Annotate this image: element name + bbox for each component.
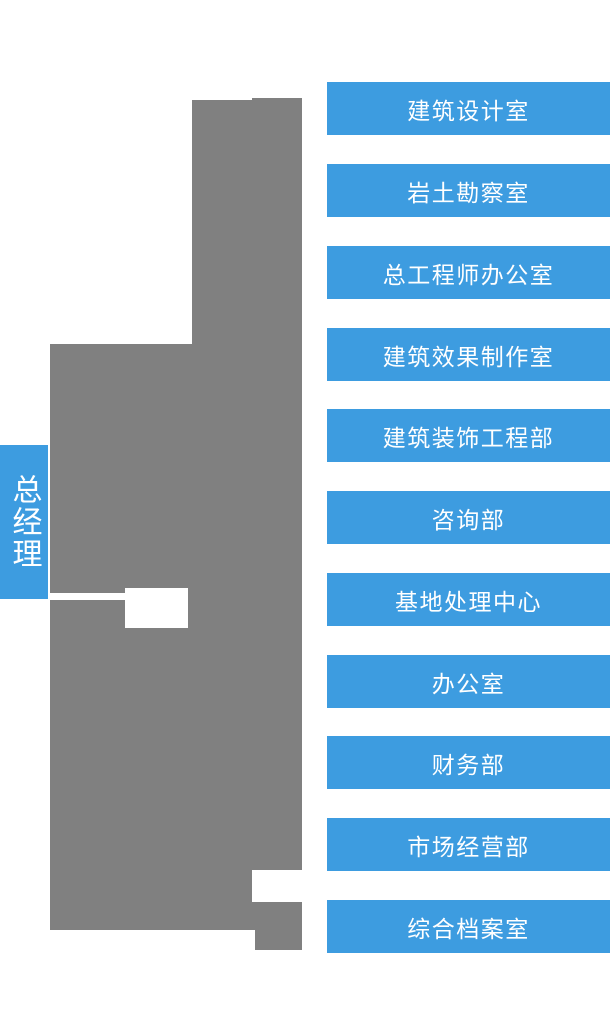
dept-node-label-5: 建筑装饰工程部 (382, 424, 555, 451)
dept-node-5[interactable]: 建筑装饰工程部 (327, 409, 610, 462)
dept-node-label-11: 综合档案室 (407, 915, 530, 942)
dept-node-10[interactable]: 市场经营部 (327, 818, 610, 871)
dept-node-label-6: 咨询部 (431, 506, 506, 533)
dept-node-label-10: 市场经营部 (407, 833, 530, 860)
dept-node-6[interactable]: 咨询部 (327, 491, 610, 544)
dept-node-7[interactable]: 基地处理中心 (327, 573, 610, 626)
dept-node-1[interactable]: 建筑设计室 (327, 82, 610, 135)
dept-node-3[interactable]: 总工程师办公室 (327, 246, 610, 299)
dept-node-label-3: 总工程师办公室 (382, 261, 555, 288)
root-node-general-manager[interactable]: 总经理 (0, 445, 48, 599)
dept-node-label-9: 财务部 (431, 751, 506, 778)
dept-node-8[interactable]: 办公室 (327, 655, 610, 708)
dept-node-4[interactable]: 建筑效果制作室 (327, 328, 610, 381)
dept-node-label-1: 建筑设计室 (407, 97, 530, 124)
dept-node-label-8: 办公室 (431, 670, 506, 697)
dept-node-label-4: 建筑效果制作室 (382, 343, 555, 370)
dept-node-label-2: 岩土勘察室 (407, 179, 530, 206)
dept-node-label-7: 基地处理中心 (395, 588, 542, 615)
root-node-label: 总经理 (7, 474, 41, 570)
dept-node-9[interactable]: 财务部 (327, 736, 610, 789)
dept-node-2[interactable]: 岩土勘察室 (327, 164, 610, 217)
dept-node-11[interactable]: 综合档案室 (327, 900, 610, 953)
